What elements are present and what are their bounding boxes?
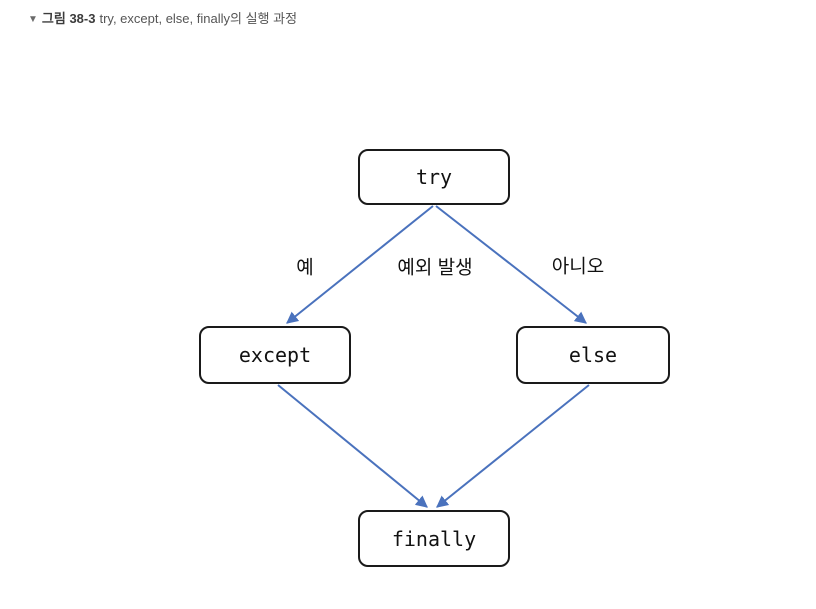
figure-number: 그림 38-3 xyxy=(41,11,96,26)
node-except: except xyxy=(199,326,351,384)
caption-triangle-icon: ▼ xyxy=(28,14,38,25)
node-except-label: except xyxy=(238,343,312,367)
node-try-label: try xyxy=(415,165,453,189)
edge-try-except xyxy=(286,205,434,324)
node-try: try xyxy=(358,149,510,205)
node-finally: finally xyxy=(358,510,510,567)
edge-label-exception: 예외 발생 xyxy=(397,257,473,279)
node-else-label: else xyxy=(568,343,618,367)
edge-label-yes: 예 xyxy=(296,257,314,279)
figure-title: try, except, else, finally의 실행 과정 xyxy=(99,11,298,26)
node-else: else xyxy=(516,326,670,384)
node-finally-label: finally xyxy=(391,526,477,551)
edge-label-no: 아니오 xyxy=(551,256,605,278)
edge-else-finally xyxy=(436,384,590,508)
edge-except-finally xyxy=(277,384,428,508)
edge-try-else xyxy=(435,205,587,324)
